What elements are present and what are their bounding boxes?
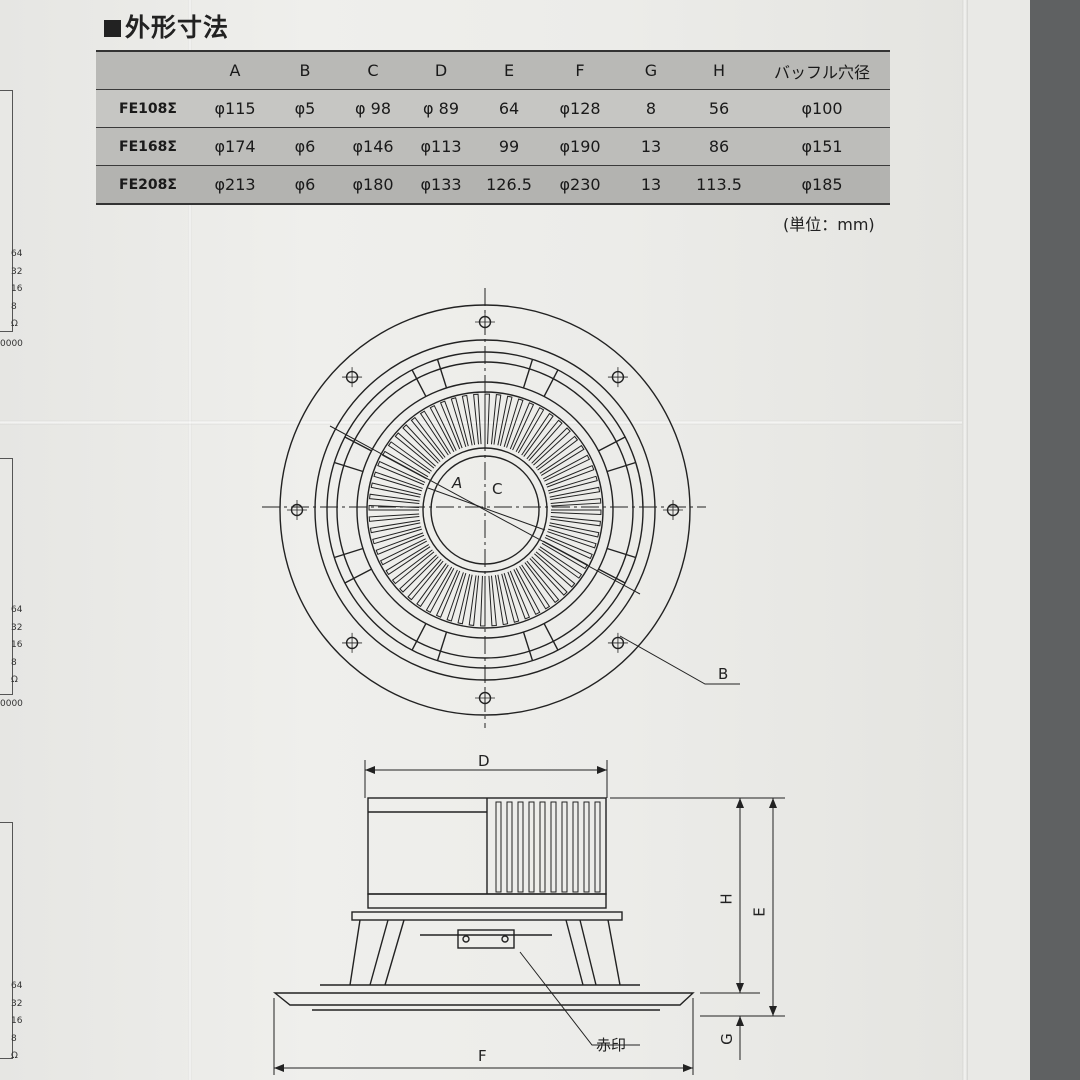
frame-struts: [334, 359, 636, 661]
header-cell: F: [542, 51, 618, 90]
scale-footer: 0000: [0, 699, 23, 709]
table-cell: φ6: [270, 127, 340, 166]
label-d: D: [478, 752, 490, 770]
table-cell: φ213: [200, 165, 270, 205]
table-cell: 113.5: [684, 165, 754, 205]
dimension-line-c: [427, 487, 546, 531]
table-cell: φ146: [340, 127, 406, 166]
table-cell: φ 98: [340, 89, 406, 128]
partial-chart-frame: [0, 822, 13, 1059]
table-cell: 64: [476, 89, 542, 128]
table-cell: 8: [618, 89, 684, 128]
table-cell: φ190: [542, 127, 618, 166]
label-red-mark: 赤印: [596, 1036, 627, 1054]
header-cell: [96, 51, 200, 90]
dimension-line-a: [329, 425, 641, 595]
partial-chart-frame: [0, 458, 13, 695]
table-cell: φ180: [340, 165, 406, 205]
label-b: B: [718, 665, 729, 683]
model-cell: FE108Σ: [96, 89, 200, 128]
header-cell: B: [270, 51, 340, 90]
frame-top-plate: [351, 911, 623, 921]
paper-fold-vertical-left: [188, 0, 192, 1080]
table-cell: φ128: [542, 89, 618, 128]
table-cell: φ113: [406, 127, 476, 166]
header-cell: D: [406, 51, 476, 90]
label-a: A: [452, 474, 463, 492]
terminal-block: [457, 929, 515, 949]
header-cell: A: [200, 51, 270, 90]
model-cell: FE208Σ: [96, 165, 200, 205]
magnet-plate: [367, 893, 607, 909]
baffle-flange: [273, 992, 695, 1006]
square-bullet-icon: [104, 20, 121, 37]
model-cell: FE168Σ: [96, 127, 200, 166]
speaker-technical-drawing: [262, 288, 785, 1075]
table-cell: 56: [684, 89, 754, 128]
label-c: C: [492, 480, 503, 498]
header-cell: E: [476, 51, 542, 90]
table-cell: φ174: [200, 127, 270, 166]
table-cell: φ133: [406, 165, 476, 205]
table-cell: φ151: [754, 127, 890, 166]
partial-chart-frame: [0, 90, 13, 332]
leader-line-b: [619, 635, 740, 685]
table-cell: φ6: [270, 165, 340, 205]
table-cell: φ5: [270, 89, 340, 128]
heatsink-fins: [368, 393, 602, 627]
adjacent-page-edge: [968, 0, 1030, 1080]
table-cell: 126.5: [476, 165, 542, 205]
header-cell: G: [618, 51, 684, 90]
header-cell: バッフル穴径: [754, 51, 890, 90]
label-h: H: [717, 893, 736, 905]
section-title: 外形寸法: [104, 8, 229, 44]
table-cell: 99: [476, 127, 542, 166]
table-cell: φ 89: [406, 89, 476, 128]
unit-note: (単位：mm): [783, 215, 875, 234]
label-f: F: [478, 1047, 487, 1065]
label-g: G: [717, 1033, 736, 1045]
table-cell: 86: [684, 127, 754, 166]
header-cell: C: [340, 51, 406, 90]
table-header-row: A B C D E F G H バッフル穴径: [96, 51, 890, 90]
paper-fold-vertical: [962, 0, 968, 1080]
scale-footer: 0000: [0, 339, 23, 349]
label-e: E: [750, 907, 769, 917]
table-row: FE108Σ φ115 φ5 φ 98 φ 89 64 φ128 8 56 φ1…: [96, 89, 890, 128]
section-title-text: 外形寸法: [125, 13, 230, 42]
table-cell: φ115: [200, 89, 270, 128]
leader-line-red-mark: [519, 951, 640, 1046]
table-cell: 13: [618, 165, 684, 205]
side-fins: [495, 801, 601, 893]
dimensions-table: A B C D E F G H バッフル穴径 FE108Σ φ115 φ5 φ …: [96, 50, 890, 205]
table-cell: φ230: [542, 165, 618, 205]
header-cell: H: [684, 51, 754, 90]
paper-fold-horizontal: [0, 420, 962, 425]
table-cell: φ100: [754, 89, 890, 128]
table-cell: φ185: [754, 165, 890, 205]
table-cell: 13: [618, 127, 684, 166]
table-row: FE168Σ φ174 φ6 φ146 φ113 99 φ190 13 86 φ…: [96, 127, 890, 166]
table-row: FE208Σ φ213 φ6 φ180 φ133 126.5 φ230 13 1…: [96, 165, 890, 205]
